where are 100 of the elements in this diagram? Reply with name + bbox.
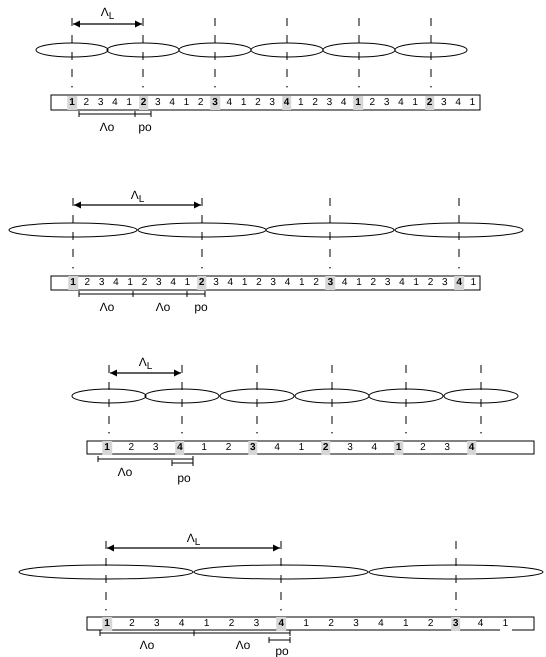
pixel-number: 4: [111, 96, 119, 110]
pixel-number: 1: [302, 616, 310, 630]
dimension-label: Λo: [100, 121, 114, 133]
pixel-number: 4: [178, 616, 186, 630]
pixel-number: 2: [419, 440, 427, 454]
pixel-number: 1: [200, 440, 208, 454]
pixel-number: 3: [268, 96, 276, 110]
pixel-number: 4: [168, 96, 176, 110]
pixel-number: 4: [284, 276, 292, 290]
pixel-number: 1: [298, 440, 306, 454]
highlighted-pixel-number: 4: [454, 276, 464, 290]
dimension-label: Λo: [100, 301, 114, 313]
pixel-number: 1: [402, 616, 410, 630]
pixel-number: 2: [254, 96, 262, 110]
pixel-number: 2: [82, 96, 90, 110]
pixel-number: 2: [370, 276, 378, 290]
pixel-number: 1: [184, 276, 192, 290]
dimension-label: po: [138, 121, 152, 133]
highlighted-pixel-number: 4: [175, 440, 185, 454]
pixel-number: 1: [502, 616, 510, 630]
highlighted-pixel-number: 2: [196, 276, 206, 290]
dimension-label: Λ$_{L}$: [186, 532, 200, 548]
pixel-number: 3: [352, 616, 360, 630]
highlighted-pixel-number: 2: [138, 96, 148, 110]
pixel-number: 4: [370, 440, 378, 454]
pixel-number: 2: [128, 616, 136, 630]
highlighted-pixel-number: 3: [450, 616, 460, 630]
pixel-number: 2: [228, 616, 236, 630]
pixel-number: 2: [426, 276, 434, 290]
pixel-number: 2: [311, 96, 319, 110]
dimension-label: Λo: [118, 466, 132, 478]
pixel-number: 4: [454, 96, 462, 110]
pixel-number: 1: [182, 96, 190, 110]
pixel-number: 2: [224, 440, 232, 454]
pixel-number: 4: [377, 616, 385, 630]
pixel-number: 3: [252, 616, 260, 630]
pixel-number: 4: [226, 96, 234, 110]
pixel-number: 3: [443, 440, 451, 454]
highlighted-pixel-number: 4: [282, 96, 292, 110]
pixel-number: 1: [125, 96, 133, 110]
highlighted-pixel-number: 1: [394, 440, 404, 454]
highlighted-pixel-number: 1: [353, 96, 363, 110]
pixel-number: 4: [397, 96, 405, 110]
pixel-number: 1: [240, 276, 248, 290]
highlighted-pixel-number: 1: [68, 276, 78, 290]
highlighted-pixel-number: 4: [276, 616, 286, 630]
pixel-number: 3: [384, 276, 392, 290]
pixel-number: 3: [154, 96, 162, 110]
pixel-number: 3: [155, 276, 163, 290]
pixel-number: 4: [476, 616, 484, 630]
pixel-number: 1: [240, 96, 248, 110]
pixel-number: 3: [152, 440, 160, 454]
pixel-number: 4: [169, 276, 177, 290]
highlighted-pixel-number: 1: [102, 616, 112, 630]
dimension-label: Λo: [236, 639, 250, 651]
pixel-number: 2: [140, 276, 148, 290]
pixel-number: 4: [273, 440, 281, 454]
pixel-number: 1: [411, 96, 419, 110]
highlighted-pixel-number: 3: [248, 440, 258, 454]
pixel-number: 2: [368, 96, 376, 110]
pixel-number: 2: [84, 276, 92, 290]
dimension-label: Λ$_{L}$: [130, 188, 144, 206]
pixel-number: 1: [468, 96, 476, 110]
pixel-number: 1: [355, 276, 363, 290]
highlighted-pixel-number: 3: [210, 96, 220, 110]
dimension-label: Λo: [140, 639, 154, 651]
dimension-label: po: [194, 301, 208, 313]
pixel-number: 3: [212, 276, 220, 290]
pixel-number: 1: [412, 276, 420, 290]
pixel-number: 3: [440, 96, 448, 110]
pixel-number: 4: [340, 276, 348, 290]
pixel-number: 3: [326, 96, 334, 110]
dimension-label: Λo: [156, 301, 170, 313]
pixel-number: 1: [298, 276, 306, 290]
pixel-number: 3: [441, 276, 449, 290]
pixel-number: 2: [327, 616, 335, 630]
highlighted-pixel-number: 2: [424, 96, 434, 110]
pixel-number: 3: [269, 276, 277, 290]
pixel-number: 1: [297, 96, 305, 110]
highlighted-pixel-number: 1: [102, 440, 112, 454]
pixel-number: 3: [98, 276, 106, 290]
pixel-number: 2: [255, 276, 263, 290]
pixel-number: 2: [312, 276, 320, 290]
pixel-number: 3: [382, 96, 390, 110]
pixel-number: 2: [196, 96, 204, 110]
highlighted-pixel-number: 2: [320, 440, 330, 454]
pixel-number: 4: [226, 276, 234, 290]
pixel-number: 1: [202, 616, 210, 630]
dimension-label: Λ$_{L}$: [100, 6, 114, 22]
pixel-number: 2: [426, 616, 434, 630]
pixel-number: 3: [96, 96, 104, 110]
pixel-number: 2: [128, 440, 136, 454]
highlighted-pixel-number: 4: [466, 440, 476, 454]
pixel-number: 4: [112, 276, 120, 290]
pixel-number: 3: [153, 616, 161, 630]
highlighted-pixel-number: 1: [67, 96, 77, 110]
pixel-number: 4: [398, 276, 406, 290]
pixel-number: 3: [346, 440, 354, 454]
dimension-label: Λ$_{L}$: [138, 356, 152, 372]
pixel-number: 1: [126, 276, 134, 290]
